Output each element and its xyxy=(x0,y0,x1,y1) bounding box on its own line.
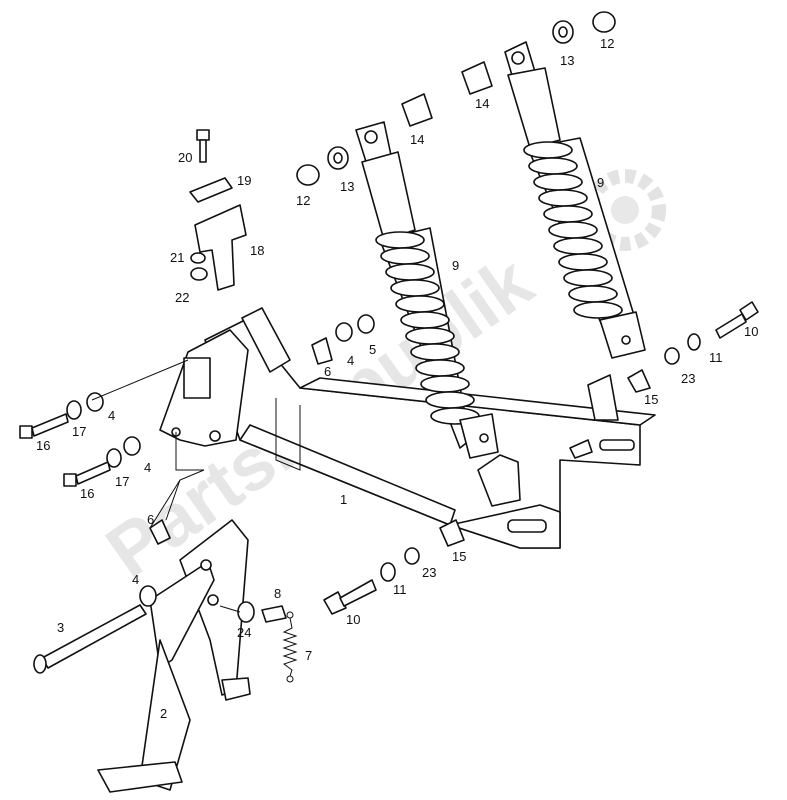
callout-15: 15 xyxy=(644,392,658,407)
spring-left xyxy=(375,231,480,425)
right-bolt-lower xyxy=(323,519,465,615)
nut-22 xyxy=(190,267,208,281)
bushing-8 xyxy=(261,605,287,623)
center-stand xyxy=(97,519,251,793)
callout-17: 17 xyxy=(115,474,129,489)
pivot-rod xyxy=(33,604,147,674)
callout-4: 4 xyxy=(144,460,151,475)
callout-11: 11 xyxy=(393,582,407,597)
callout-12: 12 xyxy=(296,193,310,208)
upper-left-hardware xyxy=(296,93,433,186)
callout-16: 16 xyxy=(36,438,50,453)
callout-18: 18 xyxy=(250,243,264,258)
watermark-gear-icon xyxy=(584,169,666,251)
callout-7: 7 xyxy=(305,648,312,663)
callout-10: 10 xyxy=(744,324,758,339)
callout-24: 24 xyxy=(237,625,251,640)
callout-13: 13 xyxy=(560,53,574,68)
callout-23: 23 xyxy=(681,371,695,386)
swing-arm-frame xyxy=(159,307,656,549)
callout-17: 17 xyxy=(72,424,86,439)
shock-absorber-right xyxy=(504,41,646,359)
callout-4: 4 xyxy=(347,353,354,368)
callout-2: 2 xyxy=(160,706,167,721)
shock-absorber-left xyxy=(355,121,499,459)
bushing-6 xyxy=(149,519,171,545)
washer-21 xyxy=(190,252,206,264)
callout-3: 3 xyxy=(57,620,64,635)
callout-4: 4 xyxy=(132,572,139,587)
return-spring xyxy=(282,611,298,683)
callout-9: 9 xyxy=(597,175,604,190)
rubber-mount xyxy=(194,204,247,291)
callout-14: 14 xyxy=(475,96,489,111)
callout-8: 8 xyxy=(274,586,281,601)
callout-5: 5 xyxy=(369,342,376,357)
left-bolt-lower xyxy=(63,436,141,487)
bolt-20 xyxy=(196,129,210,163)
callout-4: 4 xyxy=(108,408,115,423)
callout-9: 9 xyxy=(452,258,459,273)
spring-right xyxy=(523,141,623,319)
callout-23: 23 xyxy=(422,565,436,580)
callout-13: 13 xyxy=(340,179,354,194)
middle-hardware xyxy=(311,314,375,365)
callout-labels: 1 2 3 4 4 4 4 5 6 6 7 8 9 9 10 10 11 11 … xyxy=(36,36,758,721)
callout-6: 6 xyxy=(147,512,154,527)
callout-16: 16 xyxy=(80,486,94,501)
callout-11: 11 xyxy=(709,350,723,365)
callout-1: 1 xyxy=(340,492,347,507)
washer-4-lower xyxy=(139,585,157,607)
callout-15: 15 xyxy=(452,549,466,564)
callout-22: 22 xyxy=(175,290,189,305)
callout-14: 14 xyxy=(410,132,424,147)
callout-12: 12 xyxy=(600,36,614,51)
leader-lines xyxy=(91,359,241,613)
washer-24 xyxy=(237,601,255,623)
callout-6: 6 xyxy=(324,364,331,379)
right-bolt-upper xyxy=(627,301,759,393)
clip-plate xyxy=(189,177,233,203)
callout-20: 20 xyxy=(178,150,192,165)
callout-10: 10 xyxy=(346,612,360,627)
callout-21: 21 xyxy=(170,250,184,265)
left-bolt-upper xyxy=(19,392,104,439)
callout-19: 19 xyxy=(237,173,251,188)
upper-right-hardware xyxy=(461,11,616,95)
